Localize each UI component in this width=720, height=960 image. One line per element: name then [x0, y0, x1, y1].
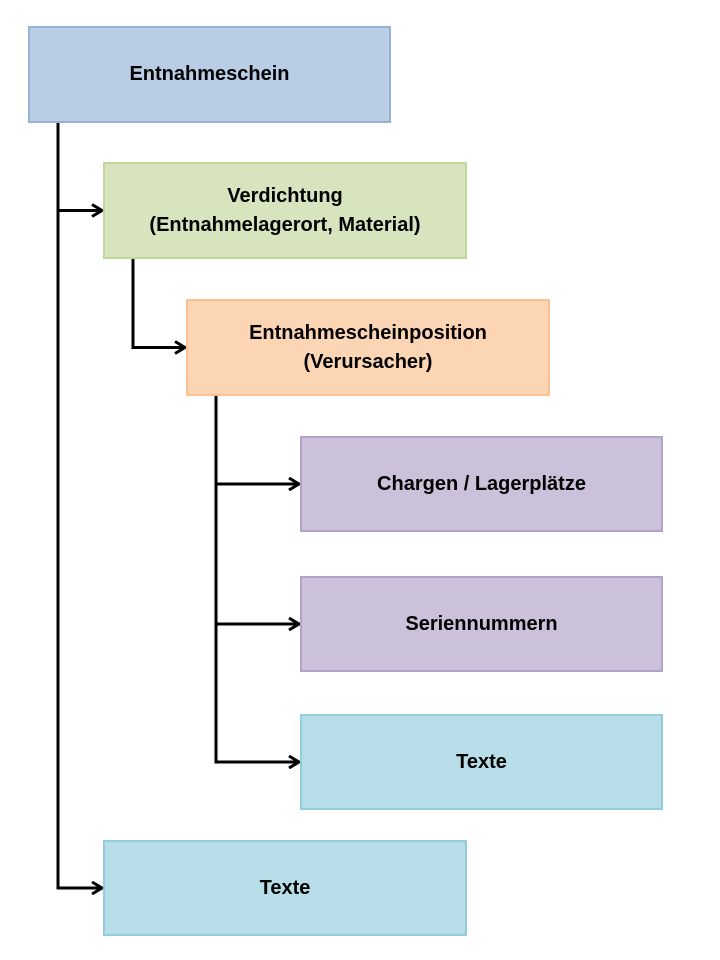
node-label-line: (Entnahmelagerort, Material) — [149, 213, 421, 236]
node-texte-position: Texte — [300, 714, 663, 810]
node-label-line: Seriennummern — [405, 612, 558, 635]
node-seriennummern: Seriennummern — [300, 576, 663, 672]
node-verdichtung: Verdichtung (Entnahmelagerort, Material) — [103, 162, 467, 259]
node-label-line: Chargen / Lagerplätze — [377, 472, 586, 495]
node-entnahmescheinposition: Entnahmescheinposition (Verursacher) — [186, 299, 550, 396]
node-entnahmeschein: Entnahmeschein — [28, 26, 391, 123]
node-label-line: Verdichtung — [227, 184, 343, 207]
node-label-line: Texte — [456, 750, 507, 773]
node-label-line: Entnahmeschein — [129, 63, 290, 85]
node-label-line: Entnahmescheinposition — [249, 321, 487, 344]
node-texte-schein: Texte — [103, 840, 467, 936]
node-label-line: (Verursacher) — [303, 350, 433, 373]
node-label-line: Texte — [259, 876, 311, 899]
node-chargen-lagerplaetze: Chargen / Lagerplätze — [300, 436, 663, 532]
edge-layer — [56, 123, 300, 890]
